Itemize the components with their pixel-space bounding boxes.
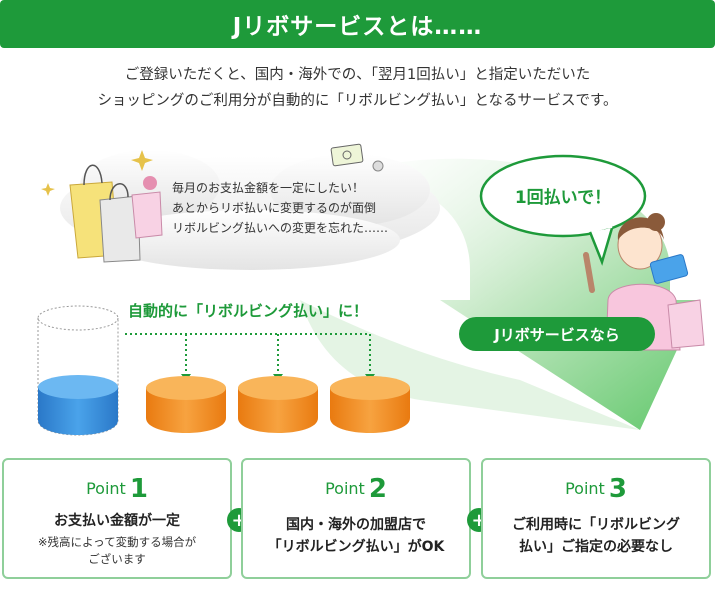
point-label: Point <box>565 479 605 498</box>
point-note-line-2: ございます <box>88 552 146 566</box>
point-note: ※残高によって変動する場合が ございます <box>4 534 230 568</box>
illustration-scene <box>37 143 705 436</box>
payment-cylinder-1 <box>146 376 226 433</box>
point-title-line-1: ご利用時に「リボルビング <box>512 517 680 533</box>
auto-revolving-label: 自動的に「リボルビング払い」に！ <box>128 302 369 320</box>
point-label: Point <box>325 479 365 498</box>
cloud-line-3: リボルビング払いへの変更を忘れた…… <box>172 221 389 235</box>
shopping-bags-icon <box>41 150 163 263</box>
point-title: 国内・海外の加盟店で 「リボルビング払い」がOK <box>243 514 469 558</box>
point-number: 1 <box>129 474 148 504</box>
point-note-line-1: ※残高によって変動する場合が <box>37 535 197 549</box>
cloud-line-1: 毎月のお支払金額を一定にしたい！ <box>172 181 365 195</box>
point-number: 2 <box>368 474 387 504</box>
point-label: Point <box>86 479 126 498</box>
point-title-line-2: 「リボルビング払い」がOK <box>267 539 445 555</box>
point-title-line-1: 国内・海外の加盟店で <box>286 517 426 533</box>
balance-cylinder <box>37 305 119 436</box>
money-icon <box>330 143 384 172</box>
point-title: お支払い金額が一定 <box>54 513 180 529</box>
intro-line-1: ご登録いただくと、国内・海外での、「翌月1回払い」と指定いただいた <box>124 67 591 83</box>
point-number: 3 <box>608 474 627 504</box>
cloud-line-2: あとからリボ払いに変更するのが面倒 <box>172 201 377 215</box>
cloud-text: 毎月のお支払金額を一定にしたい！ あとからリボ払いに変更するのが面倒 リボルビン… <box>172 178 388 238</box>
payment-cylinder-3 <box>330 376 410 433</box>
speech-bubble <box>479 154 647 266</box>
intro-text: ご登録いただくと、国内・海外での、「翌月1回払い」と指定いただいた ショッピング… <box>0 62 715 114</box>
intro-line-2: ショッピングのご利用分が自動的に「リボルビング払い」となるサービスです。 <box>97 93 618 109</box>
payment-cylinder-2 <box>238 376 318 433</box>
dotted-connectors <box>125 333 371 375</box>
point-title: ご利用時に「リボルビング 払い」ご指定の必要なし <box>483 514 709 558</box>
bubble-text: 1回払いで！ <box>514 188 612 208</box>
jrevo-service-pill: Jリボサービスなら <box>459 317 655 351</box>
section-title: Jリボサービスとは…… <box>0 0 715 48</box>
point-title-line-2: 払い」ご指定の必要なし <box>519 539 673 555</box>
